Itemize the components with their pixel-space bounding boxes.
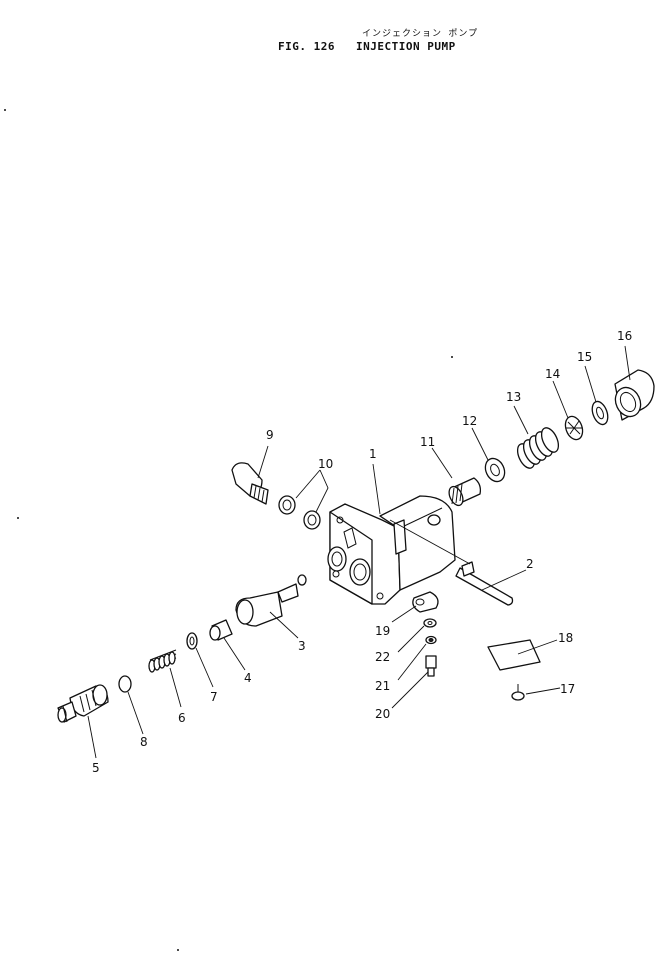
part-19-plate	[412, 591, 439, 613]
part-17-rivet	[511, 684, 525, 701]
callout-14: 14	[545, 367, 560, 381]
callout-11: 11	[420, 435, 435, 449]
part-22-washer	[423, 618, 437, 628]
callout-8: 8	[140, 735, 148, 749]
callout-5: 5	[92, 761, 100, 775]
callout-3: 3	[298, 639, 306, 653]
callout-numbers: 1 2 3 4 5 6 7 8 9 10 11 12 13 14 15 16 1…	[92, 329, 632, 775]
part-15-washer	[591, 400, 609, 426]
callout-20: 20	[375, 707, 390, 721]
callout-9: 9	[266, 428, 274, 442]
callout-21: 21	[375, 679, 390, 693]
part-12-washer	[484, 457, 506, 483]
callout-7: 7	[210, 690, 218, 704]
figure-number: FIG. 126	[278, 40, 335, 53]
callout-1: 1	[369, 447, 377, 461]
part-5-fitting	[57, 684, 109, 723]
callout-19: 19	[375, 624, 390, 638]
part-16-sleeve	[614, 369, 655, 421]
callout-17: 17	[560, 682, 575, 696]
part-4-valve	[209, 619, 233, 641]
callout-18: 18	[558, 631, 573, 645]
figure-title-japanese: インジェクション ポンプ	[362, 29, 479, 39]
callout-4: 4	[244, 671, 252, 685]
part-11-gear-sleeve	[448, 477, 482, 507]
callout-12: 12	[462, 414, 477, 428]
figure-title: INJECTION PUMP	[356, 40, 456, 53]
leader-lines	[87, 345, 631, 759]
part-20-bolt	[425, 655, 437, 677]
part-14-spring-seat	[564, 415, 584, 441]
callout-6: 6	[178, 711, 186, 725]
callout-22: 22	[375, 650, 390, 664]
part-6-spring	[148, 649, 177, 673]
callout-13: 13	[506, 390, 521, 404]
part-2-shaft	[389, 519, 514, 606]
part-7-washer	[186, 632, 198, 650]
part-13-spring	[516, 427, 560, 469]
part-1-pump-housing	[327, 495, 456, 605]
part-9-plug	[231, 462, 269, 505]
callout-15: 15	[577, 350, 592, 364]
callout-2: 2	[526, 557, 534, 571]
callout-10: 10	[318, 457, 333, 471]
part-21-washer	[425, 635, 437, 645]
part-18-label-plate	[487, 639, 541, 671]
part-8-o-ring	[118, 675, 132, 693]
callout-16: 16	[617, 329, 632, 343]
scan-specks	[4, 109, 453, 951]
part-3-valve-holder	[235, 574, 307, 627]
part-10-gaskets	[278, 495, 321, 530]
